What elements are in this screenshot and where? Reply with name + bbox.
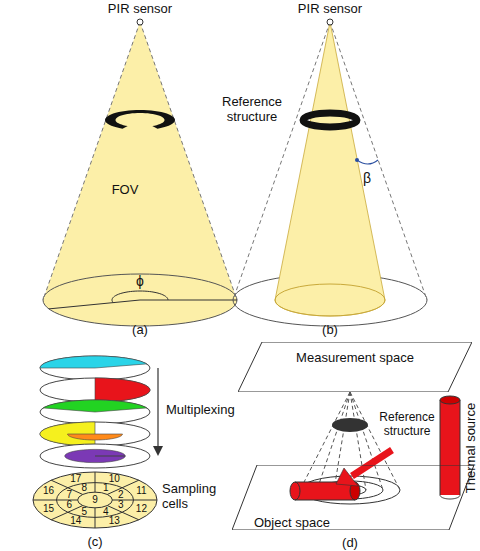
plane-outline: [238, 342, 472, 392]
cell-number: 14: [70, 515, 81, 527]
angle-line: [49, 300, 237, 309]
cell-number: 9: [92, 494, 98, 506]
process-label: Multiplexing: [166, 403, 235, 418]
reference-structure: [105, 110, 175, 129]
pir-sensor: [327, 19, 333, 25]
cylinder-end: [440, 396, 460, 404]
cell-ring: [78, 492, 113, 508]
mask-sector: [65, 449, 126, 462]
multiplex-layer: [40, 378, 150, 402]
reference-structure: [303, 113, 357, 127]
angle-arc: [357, 160, 378, 164]
cell-number: 10: [109, 473, 120, 485]
panel-label: (b): [322, 323, 338, 338]
cell-number: 4: [103, 506, 109, 518]
cell-number: 13: [109, 515, 120, 527]
plane-node: Object space: [232, 465, 474, 530]
multiplex-layer: [40, 400, 150, 424]
fov-cone: [275, 22, 385, 316]
plane-node: Measurement space: [238, 342, 472, 392]
reference-structure: [332, 418, 368, 432]
cell-number: 12: [136, 503, 147, 515]
multiplex-layer: [40, 356, 150, 380]
pir-sensor: [137, 19, 143, 25]
sensor-label: PIR sensor: [108, 2, 172, 17]
panel-label: (a): [132, 323, 148, 338]
angle-symbol: ϕ: [136, 273, 144, 289]
angle-arc: [112, 291, 168, 303]
sensor-label: PIR sensor: [298, 2, 362, 17]
part-label: Reference structure: [378, 411, 436, 439]
cell-number: 5: [82, 506, 88, 518]
cone-edge: [43, 22, 237, 300]
arrow-head: [153, 446, 163, 456]
mask-sector: [40, 356, 147, 368]
angle-symbol: β: [363, 170, 371, 186]
mask-sector: [95, 378, 150, 402]
cell-number: 6: [66, 499, 72, 511]
fov-base: [275, 284, 385, 316]
angle-dot: [355, 158, 359, 162]
cell-divider: [95, 508, 96, 528]
multiplex-layer: [40, 422, 150, 446]
panel-label: (d): [342, 536, 358, 551]
part-label: Thermal source: [464, 403, 479, 493]
sampling-cells: [33, 472, 157, 528]
plane-shape: [232, 465, 474, 530]
cell-number: 17: [70, 473, 81, 485]
plane-label: Measurement space: [296, 350, 414, 365]
region-label: FOV: [112, 183, 139, 198]
arrow-shaft: [157, 368, 158, 448]
cell-number: 16: [43, 486, 54, 498]
cell-number: 11: [136, 486, 146, 498]
part-label: Sampling cells: [162, 482, 220, 512]
cell-divider: [95, 472, 96, 492]
mask-sector: [43, 400, 146, 412]
plane-label: Object space: [254, 515, 330, 530]
plane-shape: [238, 342, 472, 392]
fov-cone: [43, 22, 237, 326]
part-label: Reference structure: [212, 95, 292, 125]
multiplex-layer: [40, 444, 150, 468]
cell-number: 15: [43, 503, 54, 515]
cell-number: 1: [103, 483, 109, 495]
cell-number: 8: [82, 483, 88, 495]
cell-number: 3: [118, 499, 124, 511]
panel-label: (c): [87, 535, 102, 550]
mask-sector: [68, 434, 123, 440]
cell-number: 7: [66, 489, 72, 501]
